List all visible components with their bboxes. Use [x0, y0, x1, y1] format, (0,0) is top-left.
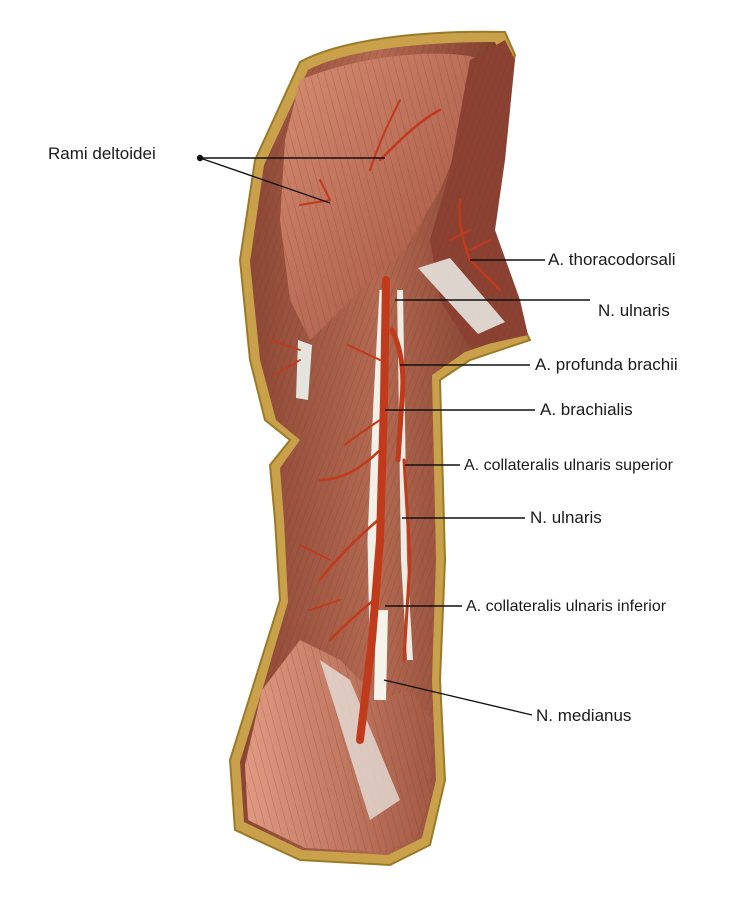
- deltoid-fibers: [280, 53, 478, 341]
- label-n-ulnaris-upper: N. ulnaris: [598, 301, 670, 320]
- tendon-left: [296, 340, 312, 400]
- label-a-collateralis-ulnaris-inferior: A. collateralis ulnaris inferior: [466, 598, 667, 615]
- artery-network: [269, 99, 502, 744]
- label-a-brachialis: A. brachialis: [540, 400, 633, 419]
- label-n-medianus: N. medianus: [536, 706, 632, 725]
- label-a-collateralis-ulnaris-superior: A. collateralis ulnaris superior: [464, 457, 673, 474]
- nerve-medianus: [374, 609, 388, 701]
- label-a-profunda-brachii: A. profunda brachii: [535, 355, 678, 374]
- tendon-upper: [418, 258, 505, 334]
- label-rami-deltoidei: Rami deltoidei: [48, 144, 156, 163]
- leader-lines: [196, 154, 590, 716]
- label-a-thoracodorsalis: A. thoracodorsali: [548, 250, 676, 269]
- label-n-ulnaris-lower: N. ulnaris: [530, 508, 602, 527]
